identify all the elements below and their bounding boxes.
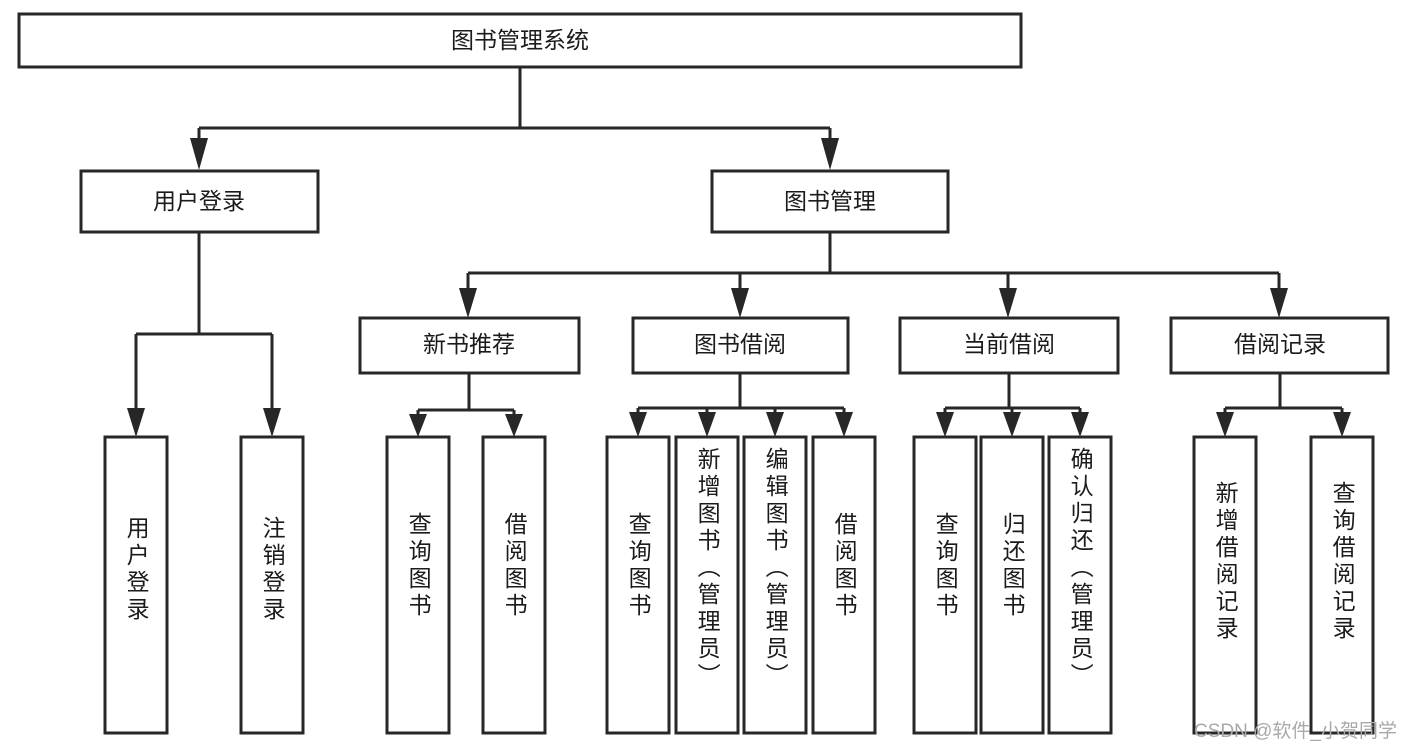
node-borrow-record-label: 借阅记录 [1234, 331, 1326, 357]
arrow-head-icon [263, 408, 281, 437]
node-new-book-recommend[interactable]: 新书推荐 [358, 316, 581, 375]
leaf-box-borrow-book-1[interactable] [481, 435, 547, 735]
arrow-head-icon [1216, 412, 1234, 437]
leaf-box-edit-book-admin[interactable] [742, 435, 808, 735]
arrow-head-icon [505, 414, 523, 437]
arrow-head-icon [1333, 412, 1351, 437]
leaf-box-query-book-2[interactable] [605, 435, 671, 735]
leaf-box-query-book-1[interactable] [385, 435, 451, 735]
leaf-box-add-borrow-record[interactable] [1192, 435, 1258, 735]
leaf-box-borrow-book-2[interactable] [811, 435, 877, 735]
arrow-head-icon [1270, 288, 1288, 318]
arrow-head-icon [936, 412, 954, 437]
arrow-head-icon [698, 412, 716, 437]
node-current-borrow[interactable]: 当前借阅 [898, 316, 1120, 375]
node-root[interactable]: 图书管理系统 [17, 12, 1023, 69]
node-user-login[interactable]: 用户登录 [79, 169, 320, 234]
arrow-head-icon [1071, 412, 1089, 437]
leaf-box-confirm-return-admin[interactable] [1047, 435, 1113, 735]
node-book-borrow-label: 图书借阅 [694, 331, 786, 357]
node-book-management[interactable]: 图书管理 [710, 169, 950, 234]
node-current-borrow-box[interactable] [898, 316, 1120, 375]
leaf-box-add-book-admin[interactable] [674, 435, 740, 735]
leaf-box-query-borrow-record[interactable] [1309, 435, 1375, 735]
arrow-head-icon [999, 288, 1017, 318]
arrow-head-icon [766, 412, 784, 437]
arrow-head-icon [1003, 412, 1021, 437]
node-root-label: 图书管理系统 [451, 27, 589, 53]
node-book-management-label: 图书管理 [784, 188, 876, 214]
node-user-login-label: 用户登录 [153, 188, 245, 214]
arrow-head-icon [629, 412, 647, 437]
leaf-box-query-book-3[interactable] [912, 435, 978, 735]
node-current-borrow-label: 当前借阅 [963, 331, 1055, 357]
node-borrow-record[interactable]: 借阅记录 [1169, 316, 1390, 375]
node-book-borrow[interactable]: 图书借阅 [631, 316, 850, 375]
arrow-head-icon [409, 414, 427, 437]
arrow-head-icon [459, 288, 477, 318]
node-borrow-record-box[interactable] [1169, 316, 1390, 375]
leaf-box-user-login[interactable] [103, 435, 169, 735]
arrow-head-icon [835, 412, 853, 437]
watermark-text: CSDN @软件_小贺同学 [1194, 721, 1397, 742]
node-new-book-recommend-box[interactable] [358, 316, 581, 375]
node-book-borrow-box[interactable] [631, 316, 850, 375]
node-new-book-recommend-label: 新书推荐 [423, 331, 515, 357]
arrow-head-icon [190, 138, 208, 170]
arrow-head-icon [731, 288, 749, 318]
arrow-head-icon [127, 408, 145, 437]
node-book-management-box[interactable] [710, 169, 950, 234]
leaf-box-logout[interactable] [239, 435, 305, 735]
node-root-box[interactable] [17, 12, 1023, 69]
arrow-head-icon [821, 138, 839, 170]
leaf-box-return-book[interactable] [979, 435, 1045, 735]
